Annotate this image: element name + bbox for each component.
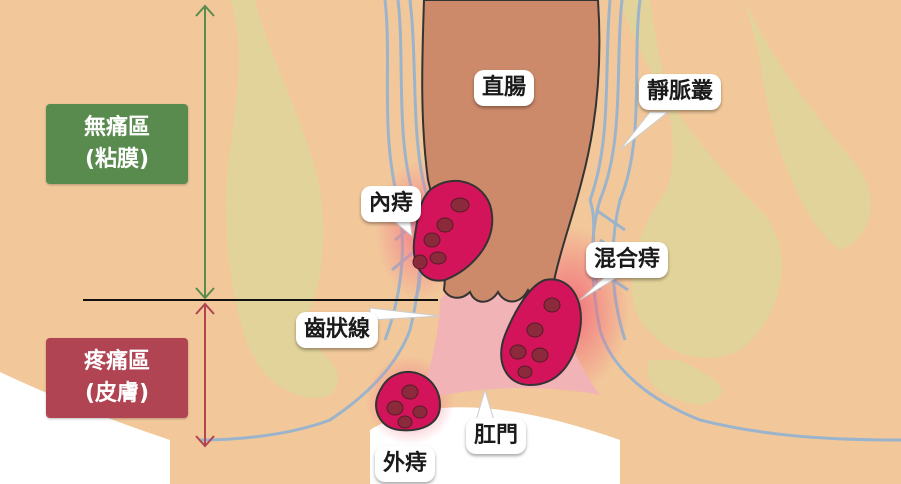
painful-zone-subtitle: (皮膚) xyxy=(84,381,150,406)
label-rectum: 直腸 xyxy=(474,70,535,106)
painless-zone-subtitle: (粘膜) xyxy=(84,147,150,172)
label-internal-hemorrhoid: 內痔 xyxy=(361,186,422,222)
internal-hemorrhoid xyxy=(412,180,494,282)
painful-zone-title: 疼痛區 xyxy=(83,349,150,374)
label-dentate-line: 齒狀線 xyxy=(296,312,379,348)
painless-zone-badge: 無痛區 (粘膜) xyxy=(46,104,188,184)
label-mixed-hemorrhoid: 混合痔 xyxy=(586,242,669,278)
callout-pointers xyxy=(369,111,670,425)
label-external-hemorrhoid: 外痔 xyxy=(375,446,436,482)
label-anus: 肛門 xyxy=(466,418,527,454)
external-hemorrhoid xyxy=(375,370,442,432)
painful-zone-badge: 疼痛區 (皮膚) xyxy=(46,338,188,418)
label-venous-plexus: 靜脈叢 xyxy=(639,74,722,110)
painless-zone-arrow xyxy=(195,4,215,300)
mixed-hemorrhoid xyxy=(500,278,582,387)
painful-zone-arrow xyxy=(195,302,215,448)
painless-zone-title: 無痛區 xyxy=(83,115,150,140)
outside-left xyxy=(0,372,170,484)
